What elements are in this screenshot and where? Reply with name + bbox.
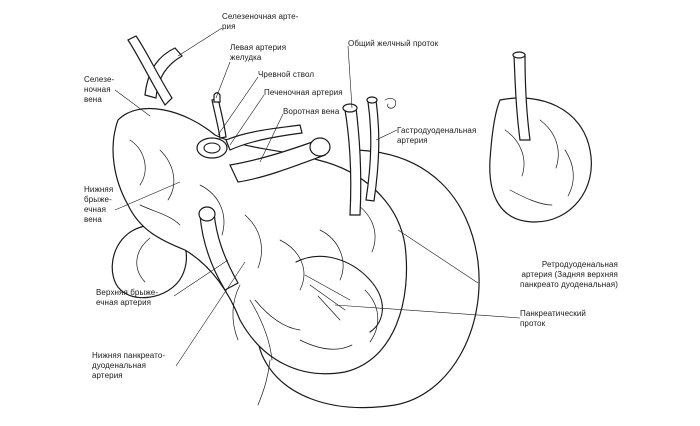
label-superior-mesenteric-artery: Верхняя брыже- ечная артерия	[96, 288, 159, 307]
label-inferior-mesenteric-vein: Нижняя брыже- ечная вена	[84, 185, 114, 224]
label-gastroduodenal-artery: Гастродуоденальная артерия	[397, 126, 477, 145]
label-splenic-vein: Селезе- ночная вена	[84, 75, 115, 104]
label-celiac-trunk: Чревной ствол	[258, 70, 315, 79]
hepatic-artery-shape	[225, 124, 303, 151]
label-pancreatic-duct: Панкреатический проток	[520, 309, 586, 328]
label-splenic-artery: Селезеночная арте- рия	[222, 12, 299, 31]
label-retroduodenal-artery: Ретродуоденальная артерия (Задняя верхня…	[520, 260, 618, 289]
superior-mesenteric-artery-shape	[199, 211, 239, 291]
pancreas-body	[112, 107, 408, 375]
gland-shape	[489, 97, 592, 223]
splenic-vein-shape	[127, 35, 173, 106]
label-inferior-pancreaticoduodenal-artery: Нижняя панкреато- дуоденальная артерия	[92, 351, 166, 380]
label-left-gastric-artery: Левая артерия желудка	[230, 43, 287, 62]
common-bile-duct-shape	[344, 107, 362, 216]
label-portal-vein: Воротная вена	[283, 107, 340, 116]
celiac-trunk-shape	[196, 137, 228, 159]
label-common-bile-duct: Общий желчный проток	[348, 39, 439, 48]
gastroduodenal-artery-shape	[365, 99, 380, 202]
label-hepatic-artery: Печеночная артерия	[264, 88, 343, 97]
